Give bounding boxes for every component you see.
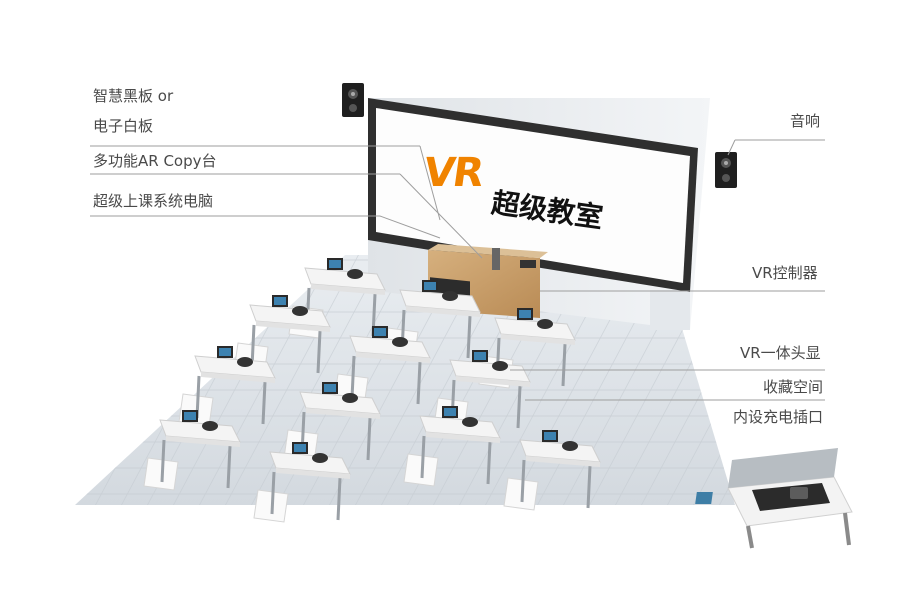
student-desk xyxy=(143,410,241,491)
label-teacher-computer: 超级上课系统电脑 xyxy=(93,192,214,210)
vr-headset-icon xyxy=(347,269,363,279)
vr-headset-icon xyxy=(202,421,218,431)
student-desk xyxy=(403,406,501,487)
label-vr-controller: VR控制器 xyxy=(752,264,818,282)
student-desks xyxy=(143,258,601,523)
vr-logo: VR xyxy=(421,150,485,196)
vr-headset-icon xyxy=(537,319,553,329)
vr-headset-icon xyxy=(312,453,328,463)
label-smart-board-line1: 智慧黑板 or xyxy=(93,87,174,105)
label-speaker: 音响 xyxy=(790,112,821,130)
smart-board xyxy=(368,98,698,292)
label-storage-space: 收藏空间 xyxy=(763,378,824,396)
student-desk xyxy=(503,430,601,511)
charging-box-inset xyxy=(695,448,853,549)
vr-headset-icon xyxy=(237,357,253,367)
vr-headset-icon xyxy=(492,361,508,371)
left-speaker xyxy=(342,83,364,117)
label-smart-board-line2: 电子白板 xyxy=(93,117,154,135)
vr-headset-icon xyxy=(342,393,358,403)
vr-headset-icon xyxy=(462,417,478,427)
vr-headset-icon xyxy=(392,337,408,347)
student-desk xyxy=(253,442,351,523)
vr-headset-icon xyxy=(562,441,578,451)
label-charging-socket: 内设充电插口 xyxy=(733,408,824,426)
label-vr-headset: VR一体头显 xyxy=(740,344,821,362)
vr-headset-icon xyxy=(292,306,308,316)
leader-lines xyxy=(90,139,825,401)
right-speaker xyxy=(715,152,737,188)
vr-logo-text: VR xyxy=(420,150,485,196)
label-ar-copy-stand: 多功能AR Copy台 xyxy=(93,152,217,170)
vr-headset-icon xyxy=(442,291,458,301)
